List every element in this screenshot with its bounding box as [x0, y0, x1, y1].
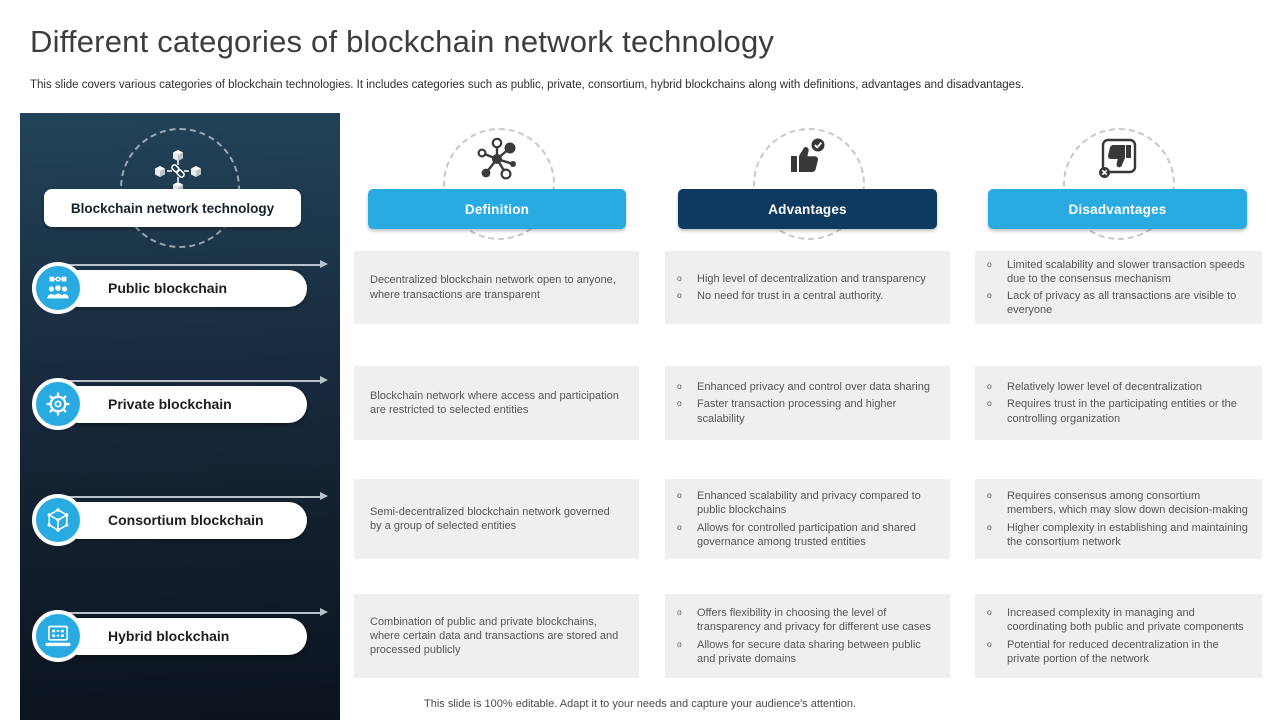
consortium-network-icon — [32, 494, 84, 546]
public-blockchain-icon — [32, 262, 84, 314]
gear-icon — [32, 378, 84, 430]
cell-hybrid-advantages: Offers flexibility in choosing the level… — [665, 594, 950, 678]
slide-subtitle: This slide covers various categories of … — [30, 79, 1025, 91]
list-item: Enhanced privacy and control over data s… — [665, 380, 940, 394]
cell-public-disadvantages: Limited scalability and slower transacti… — [975, 251, 1262, 324]
advantages-dashed-circle — [753, 128, 865, 240]
sidebar-item-hybrid-blockchain: Hybrid blockchain — [20, 601, 340, 671]
list-item: Relatively lower level of decentralizati… — [975, 380, 1252, 394]
disadvantages-dashed-circle — [1063, 128, 1175, 240]
definition-text: Decentralized blockchain network open to… — [370, 274, 616, 301]
sidebar-item-pill: Hybrid blockchain — [60, 618, 307, 655]
column-header-disadvantages: Disadvantages — [988, 189, 1247, 229]
column-header-advantages: Advantages — [678, 189, 937, 229]
arrow-connector — [65, 493, 328, 499]
arrow-connector — [65, 377, 328, 383]
definition-dashed-circle — [443, 128, 555, 240]
sidebar-dashed-circle — [120, 128, 240, 248]
sidebar-item-pill: Private blockchain — [60, 386, 307, 423]
list-item: Requires trust in the participating enti… — [975, 397, 1252, 425]
cell-private-definition: Blockchain network where access and part… — [354, 366, 639, 440]
list-item: Offers flexibility in choosing the level… — [665, 606, 940, 634]
disadvantages-list: Increased complexity in managing and coo… — [975, 606, 1262, 665]
sidebar-item-label: Consortium blockchain — [108, 512, 264, 528]
advantages-list: High level of decentralization and trans… — [665, 272, 950, 303]
sidebar-item-public-blockchain: Public blockchain — [20, 253, 340, 323]
cell-public-definition: Decentralized blockchain network open to… — [354, 251, 639, 324]
cell-consortium-disadvantages: Requires consensus among consortium memb… — [975, 479, 1262, 559]
arrow-connector — [65, 609, 328, 615]
advantages-list: Offers flexibility in choosing the level… — [665, 606, 950, 665]
definition-text: Semi-decentralized blockchain network go… — [370, 505, 610, 532]
mindmap-icon — [477, 137, 516, 180]
thumbs-up-icon — [791, 136, 827, 172]
disadvantages-list: Requires consensus among consortium memb… — [975, 489, 1262, 548]
arrow-connector — [65, 261, 328, 267]
list-item: Potential for reduced decentralization i… — [975, 638, 1252, 666]
cell-hybrid-definition: Combination of public and private blockc… — [354, 594, 639, 678]
list-item: Enhanced scalability and privacy compare… — [665, 489, 940, 517]
definition-text: Combination of public and private blockc… — [370, 615, 619, 657]
sidebar-item-label: Private blockchain — [108, 396, 232, 412]
laptop-icon — [32, 610, 84, 662]
list-item: Limited scalability and slower transacti… — [975, 258, 1252, 286]
footer-note: This slide is 100% editable. Adapt it to… — [424, 698, 856, 710]
list-item: Lack of privacy as all transactions are … — [975, 289, 1252, 317]
cell-private-disadvantages: Relatively lower level of decentralizati… — [975, 366, 1262, 440]
column-header-definition: Definition — [368, 189, 626, 229]
disadvantages-list: Relatively lower level of decentralizati… — [975, 380, 1262, 425]
list-item: High level of decentralization and trans… — [665, 272, 940, 286]
thumbs-down-icon — [1099, 138, 1137, 178]
cell-consortium-advantages: Enhanced scalability and privacy compare… — [665, 479, 950, 559]
sidebar-item-label: Public blockchain — [108, 280, 228, 296]
advantages-list: Enhanced privacy and control over data s… — [665, 380, 950, 425]
cell-public-advantages: High level of decentralization and trans… — [665, 251, 950, 324]
list-item: No need for trust in a central authority… — [665, 289, 940, 303]
list-item: Allows for controlled participation and … — [665, 521, 940, 549]
sidebar-item-label: Hybrid blockchain — [108, 628, 230, 644]
page-title: Different categories of blockchain netwo… — [30, 24, 775, 59]
cell-hybrid-disadvantages: Increased complexity in managing and coo… — [975, 594, 1262, 678]
advantages-list: Enhanced scalability and privacy compare… — [665, 489, 950, 548]
list-item: Requires consensus among consortium memb… — [975, 489, 1252, 517]
column-header-label: Disadvantages — [1068, 201, 1167, 217]
sidebar: Blockchain network technology Public blo… — [20, 113, 340, 720]
sidebar-header-pill: Blockchain network technology — [44, 189, 301, 227]
list-item: Higher complexity in establishing and ma… — [975, 521, 1252, 549]
sidebar-header-label: Blockchain network technology — [70, 200, 275, 216]
column-header-label: Definition — [464, 201, 530, 217]
disadvantages-list: Limited scalability and slower transacti… — [975, 258, 1262, 317]
cell-private-advantages: Enhanced privacy and control over data s… — [665, 366, 950, 440]
list-item: Allows for secure data sharing between p… — [665, 638, 940, 666]
definition-text: Blockchain network where access and part… — [370, 389, 619, 416]
sidebar-item-pill: Public blockchain — [60, 270, 307, 307]
list-item: Faster transaction processing and higher… — [665, 397, 940, 425]
list-item: Increased complexity in managing and coo… — [975, 606, 1252, 634]
sidebar-item-private-blockchain: Private blockchain — [20, 369, 340, 439]
column-header-label: Advantages — [768, 201, 847, 217]
blockchain-network-icon — [155, 150, 201, 193]
sidebar-item-consortium-blockchain: Consortium blockchain — [20, 485, 340, 555]
cell-consortium-definition: Semi-decentralized blockchain network go… — [354, 479, 639, 559]
sidebar-item-pill: Consortium blockchain — [60, 502, 307, 539]
